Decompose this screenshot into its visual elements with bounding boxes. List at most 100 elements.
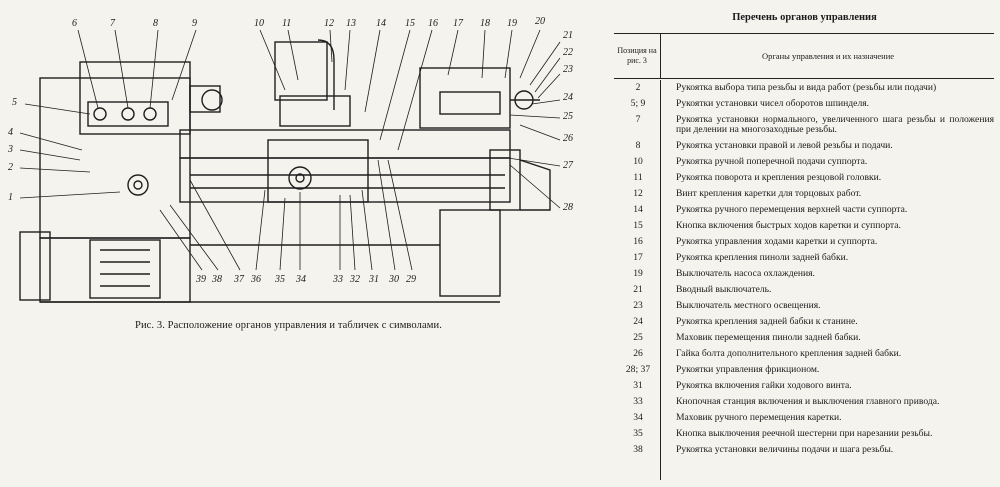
- lathe-drawing: 1 2 3 4 5 6 7 8 9 10 11 12 13 14 15 16 1…: [8, 16, 573, 331]
- row-description: Рукоятка управления ходами каретки и суп…: [676, 235, 878, 247]
- header-position: Позиция на рис. 3: [614, 34, 661, 78]
- callout-30: 30: [389, 274, 399, 285]
- gearbox-top: [79, 61, 191, 135]
- table-row: 31 Рукоятка включения гайки ходового винт…: [614, 378, 994, 394]
- row-description: Рукоятка крепления задней бабки к станин…: [676, 315, 858, 327]
- row-position: 15: [633, 219, 643, 231]
- callout-32: 32: [350, 274, 360, 285]
- table-row: 7 Рукоятка установки нормального, увеличе…: [614, 112, 994, 138]
- row-description: Рукоятка включения гайки ходового винта.: [676, 379, 852, 391]
- callout-39: 39: [196, 274, 206, 285]
- row-description: Кнопочная станция включения и выключения…: [676, 395, 940, 407]
- table-row: 2 Рукоятка выбора типа резьбы и вида рабо…: [614, 80, 994, 96]
- row-description: Маховик ручного перемещения каретки.: [676, 411, 842, 423]
- callout-21: 21: [563, 30, 573, 41]
- row-description: Вводный выключатель.: [676, 283, 772, 295]
- left-cabinet: [39, 237, 191, 303]
- row-position: 19: [633, 267, 643, 279]
- callout-25: 25: [563, 111, 573, 122]
- callout-7: 7: [110, 18, 115, 29]
- feed-dial: [127, 174, 149, 196]
- row-description: Рукоятка выбора типа резьбы и вида работ…: [676, 82, 937, 93]
- callout-11: 11: [282, 18, 292, 29]
- row-description: Гайка болта дополнительного крепления за…: [676, 347, 902, 359]
- row-position: 38: [633, 443, 643, 455]
- column-divider: [660, 80, 661, 480]
- callout-10: 10: [254, 18, 264, 29]
- callout-35: 35: [275, 274, 285, 285]
- row-description: Рукоятка крепления пиноли задней бабки.: [676, 251, 849, 263]
- tailstock: [419, 67, 511, 129]
- table-row: 17 Рукоятка крепления пиноли задней бабки…: [614, 250, 994, 266]
- row-position: 11: [633, 171, 643, 183]
- row-position: 34: [633, 411, 643, 423]
- callout-9: 9: [192, 18, 197, 29]
- callout-36: 36: [251, 274, 261, 285]
- callout-31: 31: [369, 274, 379, 285]
- table-row: 14 Рукоятка ручного перемещения верхней ч…: [614, 202, 994, 218]
- row-description: Рукоятка ручного перемещения верхней час…: [676, 203, 908, 215]
- row-description: Рукоятка установки нормального, увеличен…: [676, 114, 994, 136]
- callout-6: 6: [72, 18, 77, 29]
- row-position: 17: [633, 251, 643, 263]
- row-position: 2: [635, 82, 641, 93]
- row-description: Выключатель насоса охлаждения.: [676, 267, 815, 279]
- table-row: 19 Выключатель насоса охлаждения.: [614, 266, 994, 282]
- row-description: Рукоятка установки правой и левой резьбы…: [676, 139, 893, 151]
- table-body: 2 Рукоятка выбора типа резьбы и вида рабо…: [614, 80, 994, 458]
- callout-33: 33: [333, 274, 343, 285]
- row-position: 24: [633, 315, 643, 327]
- row-description: Кнопка выключения реечной шестерни при н…: [676, 427, 933, 439]
- row-description: Рукоятки установки чисел оборотов шпинде…: [676, 98, 870, 109]
- carriage: [267, 139, 369, 203]
- callout-22: 22: [563, 47, 573, 58]
- row-position: 21: [633, 283, 643, 295]
- callout-26: 26: [563, 133, 573, 144]
- callout-29: 29: [406, 274, 416, 285]
- tool-post: [274, 41, 328, 101]
- callout-27: 27: [563, 160, 573, 171]
- row-position: 31: [633, 379, 643, 391]
- table-row: 24 Рукоятка крепления задней бабки к стан…: [614, 314, 994, 330]
- callout-14: 14: [376, 18, 386, 29]
- callout-12: 12: [324, 18, 334, 29]
- row-description: Винт крепления каретки для торцовых рабо…: [676, 187, 862, 199]
- controls-table: Перечень органов управления Позиция на р…: [612, 0, 997, 487]
- callout-37: 37: [234, 274, 244, 285]
- row-position: 35: [633, 427, 643, 439]
- row-description: Рукоятка ручной поперечной подачи суппор…: [676, 155, 868, 167]
- callout-2: 2: [8, 162, 13, 173]
- row-position: 14: [633, 203, 643, 215]
- figure-caption: Рис. 3. Расположение органов управления …: [135, 320, 442, 331]
- lathe-illustration: [19, 29, 561, 303]
- callout-19: 19: [507, 18, 517, 29]
- right-cabinet: [439, 209, 501, 297]
- callout-1: 1: [8, 192, 13, 203]
- callout-38: 38: [212, 274, 222, 285]
- callout-17: 17: [453, 18, 463, 29]
- table-row: 26 Гайка болта дополнительного крепления …: [614, 346, 994, 362]
- callout-28: 28: [563, 202, 573, 213]
- row-position: 16: [633, 235, 643, 247]
- row-position: 26: [633, 347, 643, 359]
- callout-23: 23: [563, 64, 573, 75]
- row-description: Рукоятка поворота и крепления резцовой г…: [676, 171, 882, 183]
- callout-8: 8: [153, 18, 158, 29]
- table-row: 12 Винт крепления каретки для торцовых ра…: [614, 186, 994, 202]
- row-position: 12: [633, 187, 643, 199]
- callout-5: 5: [12, 97, 17, 108]
- table-row: 11 Рукоятка поворота и крепления резцовой…: [614, 170, 994, 186]
- row-position: 7: [635, 114, 641, 125]
- table-row: 35 Кнопка выключения реечной шестерни при…: [614, 426, 994, 442]
- carriage-handwheel: [288, 166, 312, 190]
- table-title: Перечень органов управления: [732, 12, 877, 23]
- row-position: 28; 37: [625, 363, 651, 375]
